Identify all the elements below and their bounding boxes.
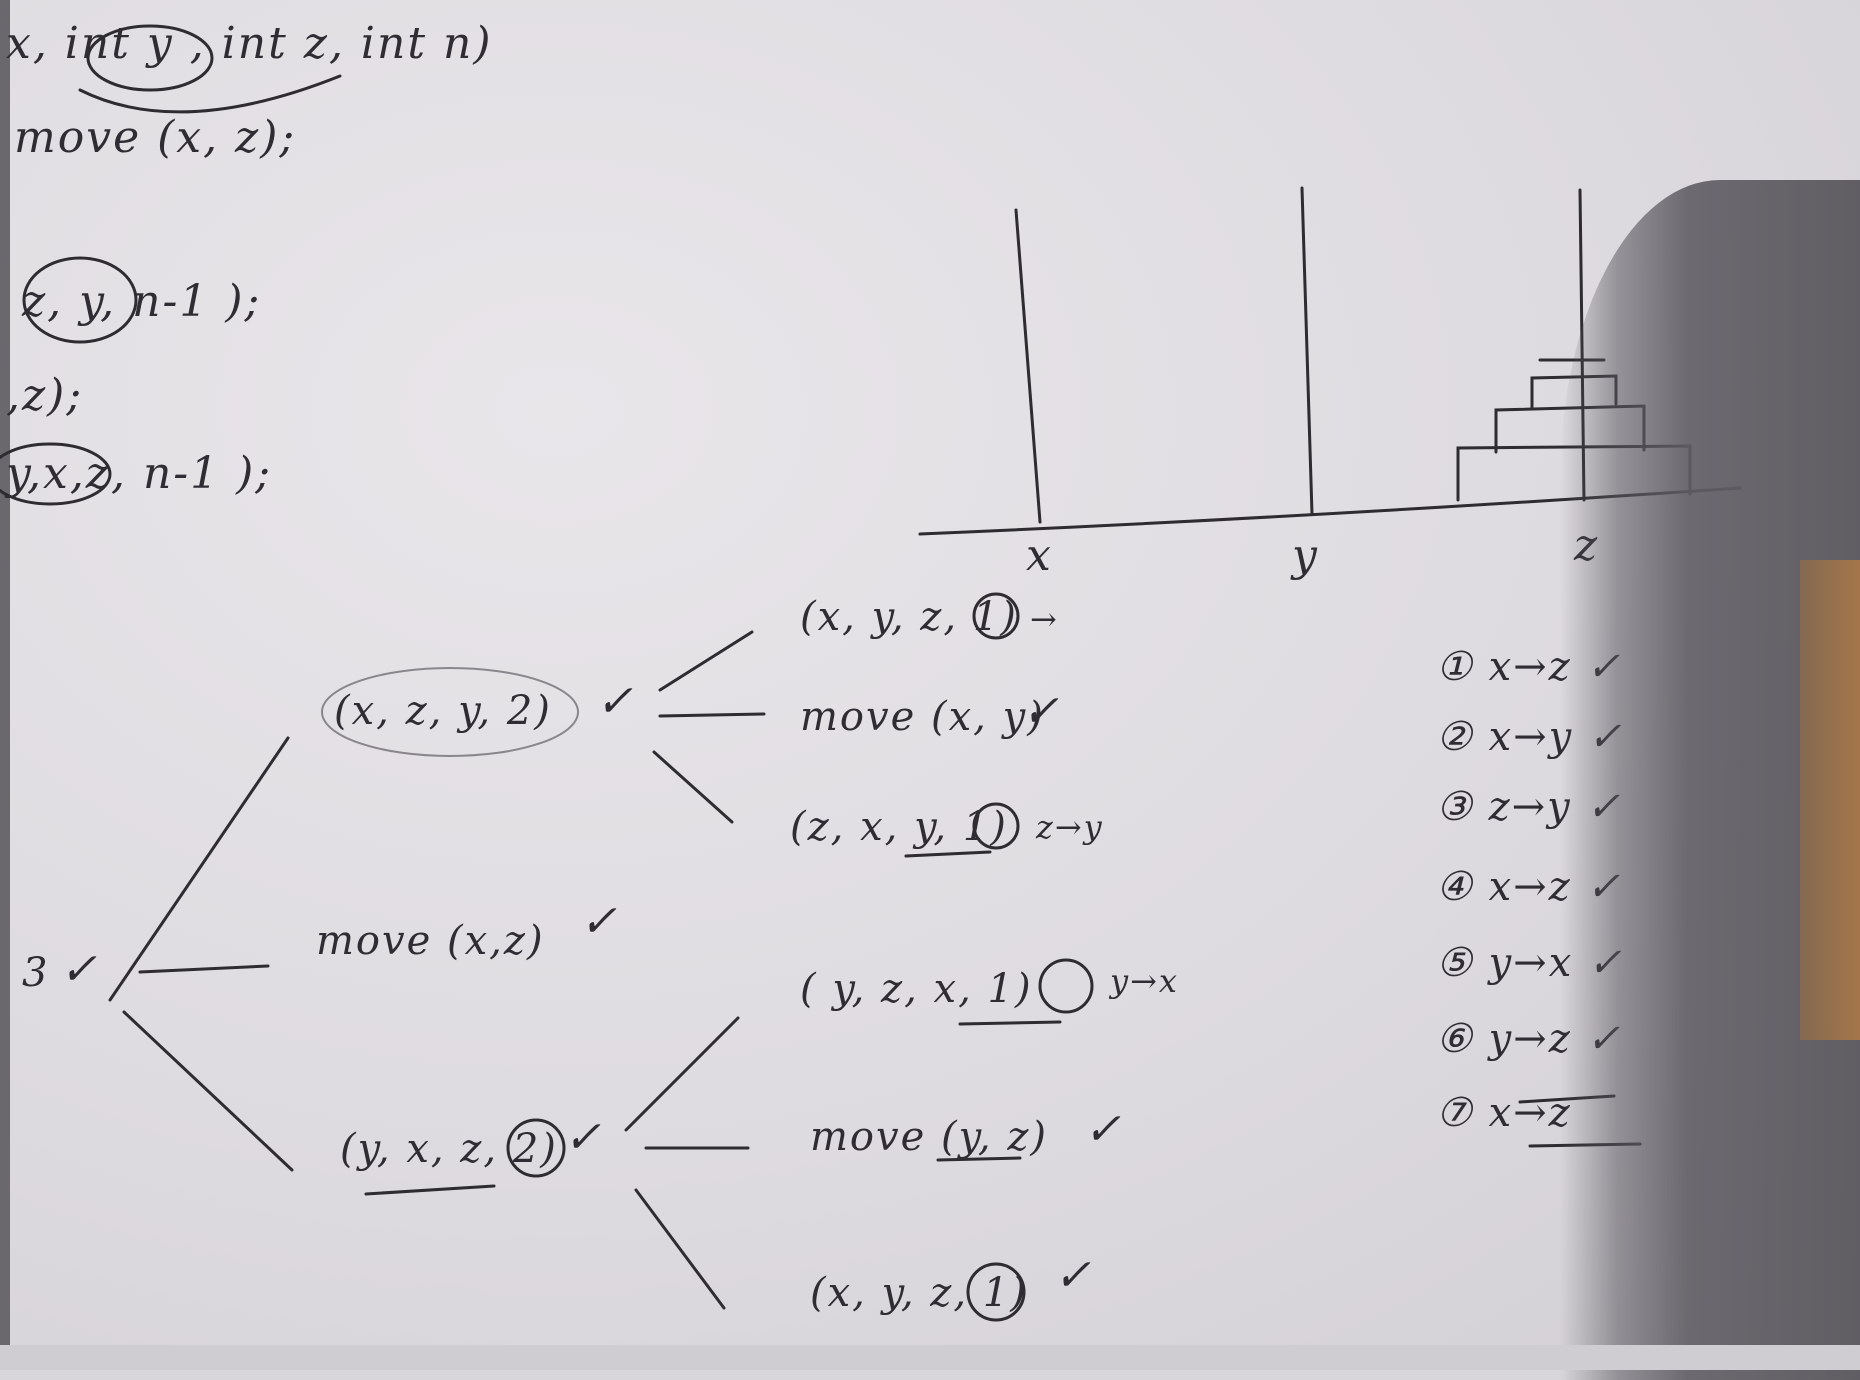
tree-node-mid: move (x,z)	[316, 918, 545, 964]
tree-root-label: 3	[22, 950, 50, 996]
step-number: ⑤	[1436, 940, 1474, 986]
branch-bottom-leaf-1	[624, 1016, 740, 1132]
branch-top-leaf-1	[658, 630, 754, 692]
step-number: ⑦	[1436, 1090, 1474, 1136]
frame-edge-left	[0, 0, 10, 1370]
tree-node-top: (x, z, y, 2)	[334, 688, 552, 734]
step-number: ②	[1436, 714, 1474, 760]
peg-label-x: x	[1026, 530, 1053, 581]
leaf-bottom-1-note: y→x	[1110, 962, 1179, 1000]
tree-node-bottom-check: ✓	[564, 1112, 603, 1163]
step-number: ①	[1436, 644, 1474, 690]
code-line-move: move (x, z);	[14, 112, 297, 163]
underline-yxz	[364, 1184, 496, 1196]
leaf-bottom-3-check: ✓	[1054, 1250, 1093, 1301]
tree-node-top-check: ✓	[596, 676, 635, 727]
arrow-y-to-z	[78, 74, 342, 114]
branch-top-leaf-2	[658, 712, 766, 718]
branch-root-mid	[138, 964, 270, 974]
circle-count-1-c	[1038, 958, 1094, 1014]
branch-top-leaf-3	[652, 750, 734, 824]
circle-y-x	[0, 442, 112, 506]
code-line-recurse-1: z, y, n-1 );	[22, 276, 262, 327]
background-edge	[1800, 560, 1860, 1040]
peg-x	[1014, 208, 1042, 524]
tree-node-mid-check: ✓	[580, 896, 619, 947]
leaf-bottom-1: ( y, z, x, 1)	[800, 966, 1033, 1012]
circle-int-y	[86, 24, 214, 92]
circle-z-y	[22, 256, 138, 344]
underline-yz	[936, 1156, 1022, 1162]
step-move: x→y	[1488, 714, 1574, 760]
underline-y	[904, 850, 992, 858]
circle-count-1-d	[966, 1262, 1026, 1322]
underline-x1	[958, 1020, 1062, 1026]
step-number: ⑥	[1436, 1016, 1474, 1062]
circle-count-2-bottom	[506, 1118, 566, 1178]
step-number: ④	[1436, 864, 1474, 910]
branch-root-bottom	[122, 1010, 294, 1172]
leaf-top-2: move (x, y)	[800, 694, 1045, 740]
leaf-top-3: (z, x, y, 1)	[790, 804, 1008, 850]
branch-root-top	[108, 736, 290, 1002]
leaf-bottom-2: move (y, z)	[810, 1114, 1048, 1160]
tree-root-check: ✓	[60, 944, 99, 995]
circle-count-1-b	[972, 802, 1020, 850]
circle-node-top	[321, 667, 579, 757]
leaf-top-2-check: ✓	[1022, 686, 1061, 737]
branch-bottom-leaf-3	[634, 1188, 726, 1310]
tree-node-bottom: (y, x, z, 2)	[340, 1126, 558, 1172]
step-move: y→z	[1488, 1016, 1572, 1062]
code-line-move-2: ,z);	[6, 370, 84, 421]
step-move: y→x	[1488, 940, 1574, 986]
step-move: z→y	[1488, 784, 1572, 830]
leaf-top-1-note: →	[1030, 600, 1059, 638]
step-move: x→z	[1488, 1090, 1572, 1136]
leaf-bottom-2-check: ✓	[1084, 1104, 1123, 1155]
step-move: x→z	[1488, 864, 1572, 910]
frame-edge-bottom	[0, 1345, 1860, 1370]
peg-label-y: y	[1292, 530, 1319, 581]
step-item: ⑦ x→z	[1436, 1090, 1572, 1136]
peg-y	[1300, 186, 1314, 516]
leaf-top-1: (x, y, z, 1)	[800, 594, 1018, 640]
step-move: x→z	[1488, 644, 1572, 690]
step-number: ③	[1436, 784, 1474, 830]
circle-count-1-a	[972, 592, 1020, 640]
leaf-bottom-3: (x, y, z, 1)	[810, 1270, 1028, 1316]
leaf-top-3-note: z→y	[1036, 808, 1104, 846]
code-line-recurse-2: y,x,z, n-1 );	[6, 448, 273, 499]
